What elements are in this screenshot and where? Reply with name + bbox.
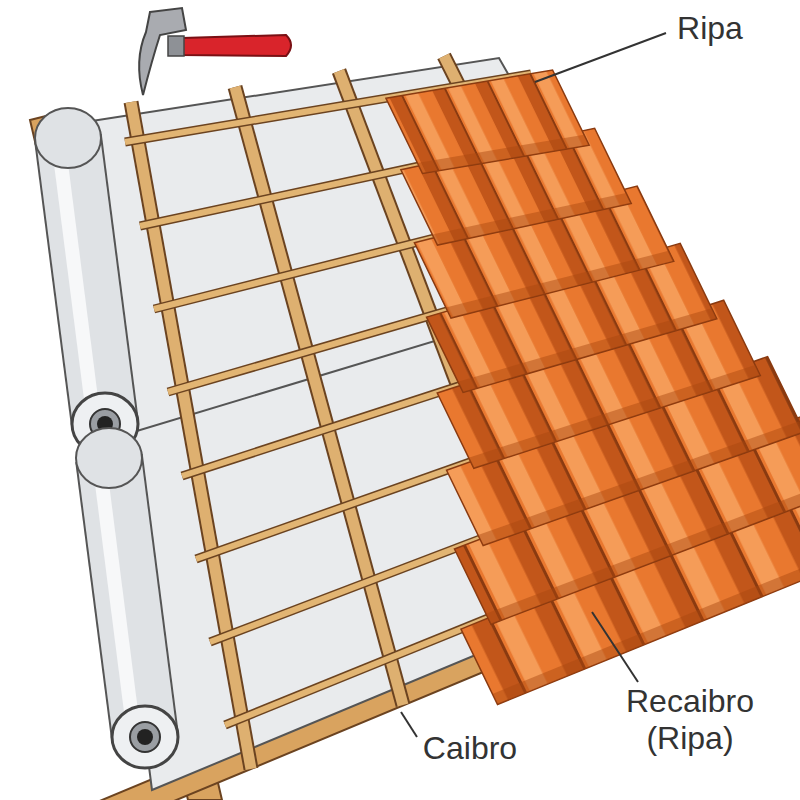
leader-line <box>401 712 417 737</box>
roll-hole <box>137 729 153 745</box>
roof-tiles <box>386 70 800 704</box>
hammer-icon <box>139 8 291 95</box>
roll-end <box>35 108 101 168</box>
tile-row <box>386 70 589 174</box>
hammer-neck <box>168 36 184 56</box>
hammer-handle <box>182 35 291 56</box>
roll-core <box>130 722 160 752</box>
roll-highlight <box>99 460 134 735</box>
membrane-rolls <box>35 108 178 768</box>
roll-end <box>112 706 178 768</box>
part-label: Caibro <box>400 730 540 767</box>
tile-lip <box>417 135 589 174</box>
leader-lines <box>401 33 666 737</box>
tile-lip <box>469 365 761 468</box>
roll-highlight <box>58 140 94 422</box>
part-label: Recaibro (Ripa) <box>615 683 765 757</box>
tile-lip <box>432 193 631 245</box>
roll-end <box>76 428 142 488</box>
tile-lip <box>458 308 717 392</box>
part-label: Ripa <box>650 10 770 47</box>
tile-row-body <box>386 70 589 174</box>
hammer-head <box>139 8 186 95</box>
leader-line <box>535 33 666 82</box>
tile-lip <box>446 251 674 318</box>
leader-line <box>592 612 638 682</box>
